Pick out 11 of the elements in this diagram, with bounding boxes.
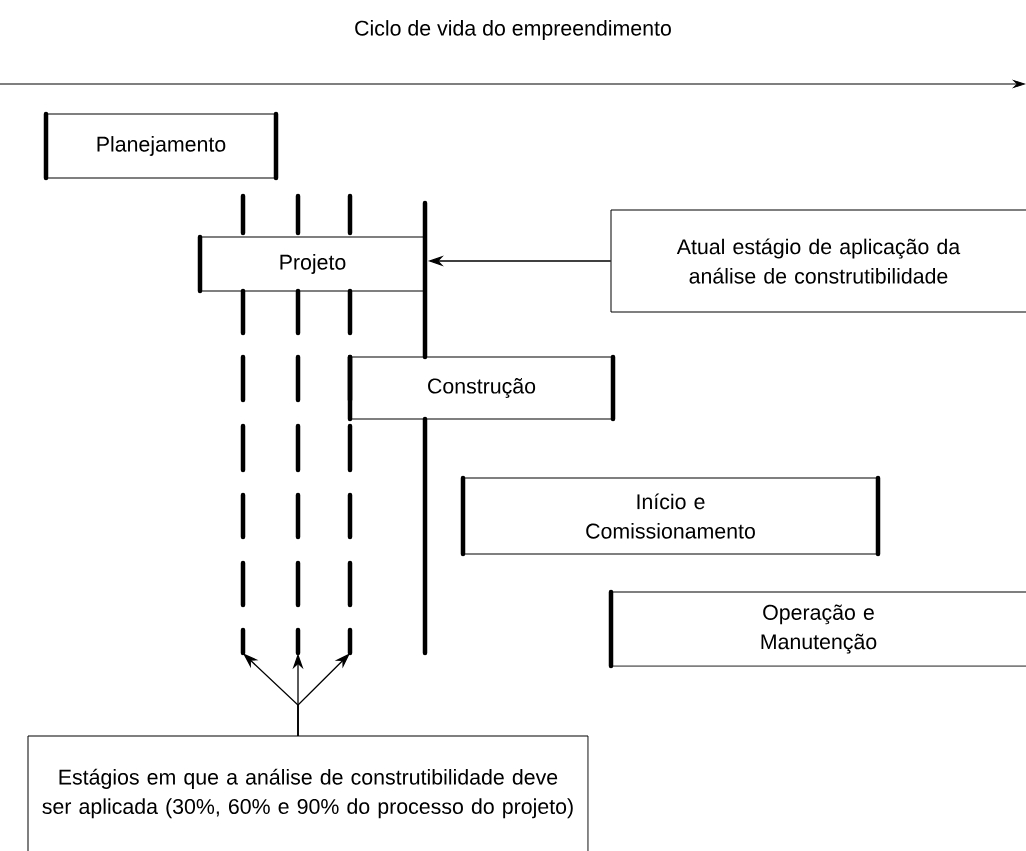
- title: Ciclo de vida do empreendimento: [355, 20, 671, 40]
- dashed-line: [240, 193, 246, 656]
- stage-box: Operação e Manutenção: [608, 589, 1026, 669]
- stage-box: Planejamento: [43, 111, 279, 181]
- stage-box: Atual estágio de aplicação da análise de construtibilidade: [610, 209, 1026, 313]
- stage-box: Projeto: [197, 234, 426, 294]
- vertical-line: [422, 200, 428, 656]
- stage-box: Construção: [347, 354, 616, 422]
- stage-box: Estágios em que a análise de construtibilidade deve ser aplicada (30%, 60% e 90% do processo do projeto): [27, 735, 589, 851]
- stage-box: Início e Comissionamento: [460, 475, 881, 557]
- dashed-line: [347, 193, 353, 656]
